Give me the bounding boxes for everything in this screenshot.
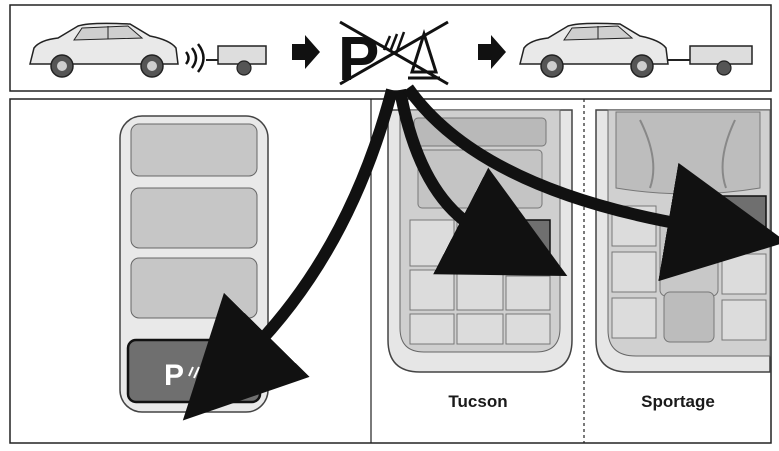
parking-button-letter: P: [511, 240, 522, 257]
right-arrow-icon: [478, 35, 506, 69]
parking-button-letter: P: [726, 217, 737, 234]
car-with-trailer-sensing-icon: [29, 22, 267, 78]
parking-sensor-button[interactable]: P: [126, 338, 262, 404]
sportage-console: P: [595, 109, 771, 373]
parking-sensor-button[interactable]: P: [721, 195, 767, 247]
arrow-to-tucson-button: [394, 88, 568, 277]
tucson-caption: Tucson: [448, 392, 508, 411]
parking-sensor-disabled-icon: P: [338, 20, 449, 94]
top-strip: P: [9, 4, 772, 94]
parking-button-letter: P: [164, 359, 184, 392]
right-arrow-icon: [292, 35, 320, 69]
pointer-arrows: [182, 84, 779, 421]
parking-sensor-button[interactable]: P: [505, 219, 551, 273]
car-with-trailer-icon: [519, 22, 753, 78]
sportage-caption: Sportage: [641, 392, 715, 411]
generic-switch-panel: P: [119, 115, 269, 413]
arrow-to-sportage-button: [403, 84, 779, 282]
parking-letter: P: [338, 25, 379, 94]
arrow-to-generic-button: [182, 88, 398, 421]
